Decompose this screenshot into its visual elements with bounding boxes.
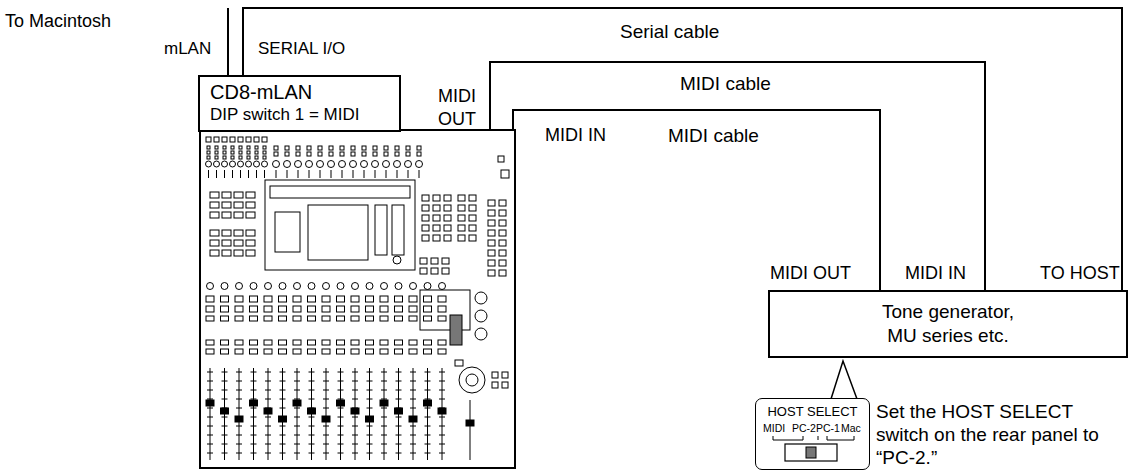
mixer-controls xyxy=(206,137,510,460)
text-label: MIDI IN xyxy=(545,124,606,147)
text-label: To Macintosh xyxy=(5,10,111,33)
node-text: Mac xyxy=(841,422,861,434)
node-text: MIDI xyxy=(763,422,785,434)
tone-generator-box: Tone generator, MU series etc. xyxy=(768,290,1128,358)
midi-cable xyxy=(490,62,985,290)
mlan-wire xyxy=(227,8,229,75)
mixer-body xyxy=(200,130,515,468)
text-label: MIDI cable xyxy=(680,72,771,95)
switch-callout-box: HOST SELECT MIDI PC-2PC-1Mac xyxy=(755,398,870,470)
text-label: mLAN xyxy=(164,37,211,60)
node-text: CD8-mLAN xyxy=(210,80,389,104)
text-label: MIDI OUT xyxy=(770,262,851,285)
midi-cable xyxy=(513,110,880,290)
text-label: TO HOST xyxy=(1040,262,1120,285)
node-text: Tone generator, MU series etc. xyxy=(868,300,1028,348)
callout-pointer xyxy=(831,361,857,399)
text-label: SERIAL I/O xyxy=(258,37,345,60)
node-text: PC-1 xyxy=(816,422,840,434)
text-label: Set the HOST SELECT switch on the rear p… xyxy=(876,400,1111,469)
text-label: MIDI OUT xyxy=(438,85,486,131)
serial-cable xyxy=(243,8,1122,290)
edge-label: Serial cable xyxy=(620,20,719,43)
text-label: MIDI IN xyxy=(905,262,966,285)
interface-card-box: CD8-mLANDIP switch 1 = MIDI xyxy=(198,75,401,132)
node-text: HOST SELECT xyxy=(756,405,869,420)
node-text: PC-2 xyxy=(792,422,816,434)
node-text: DIP switch 1 = MIDI xyxy=(210,104,389,126)
text-label: MIDI cable xyxy=(668,124,759,147)
